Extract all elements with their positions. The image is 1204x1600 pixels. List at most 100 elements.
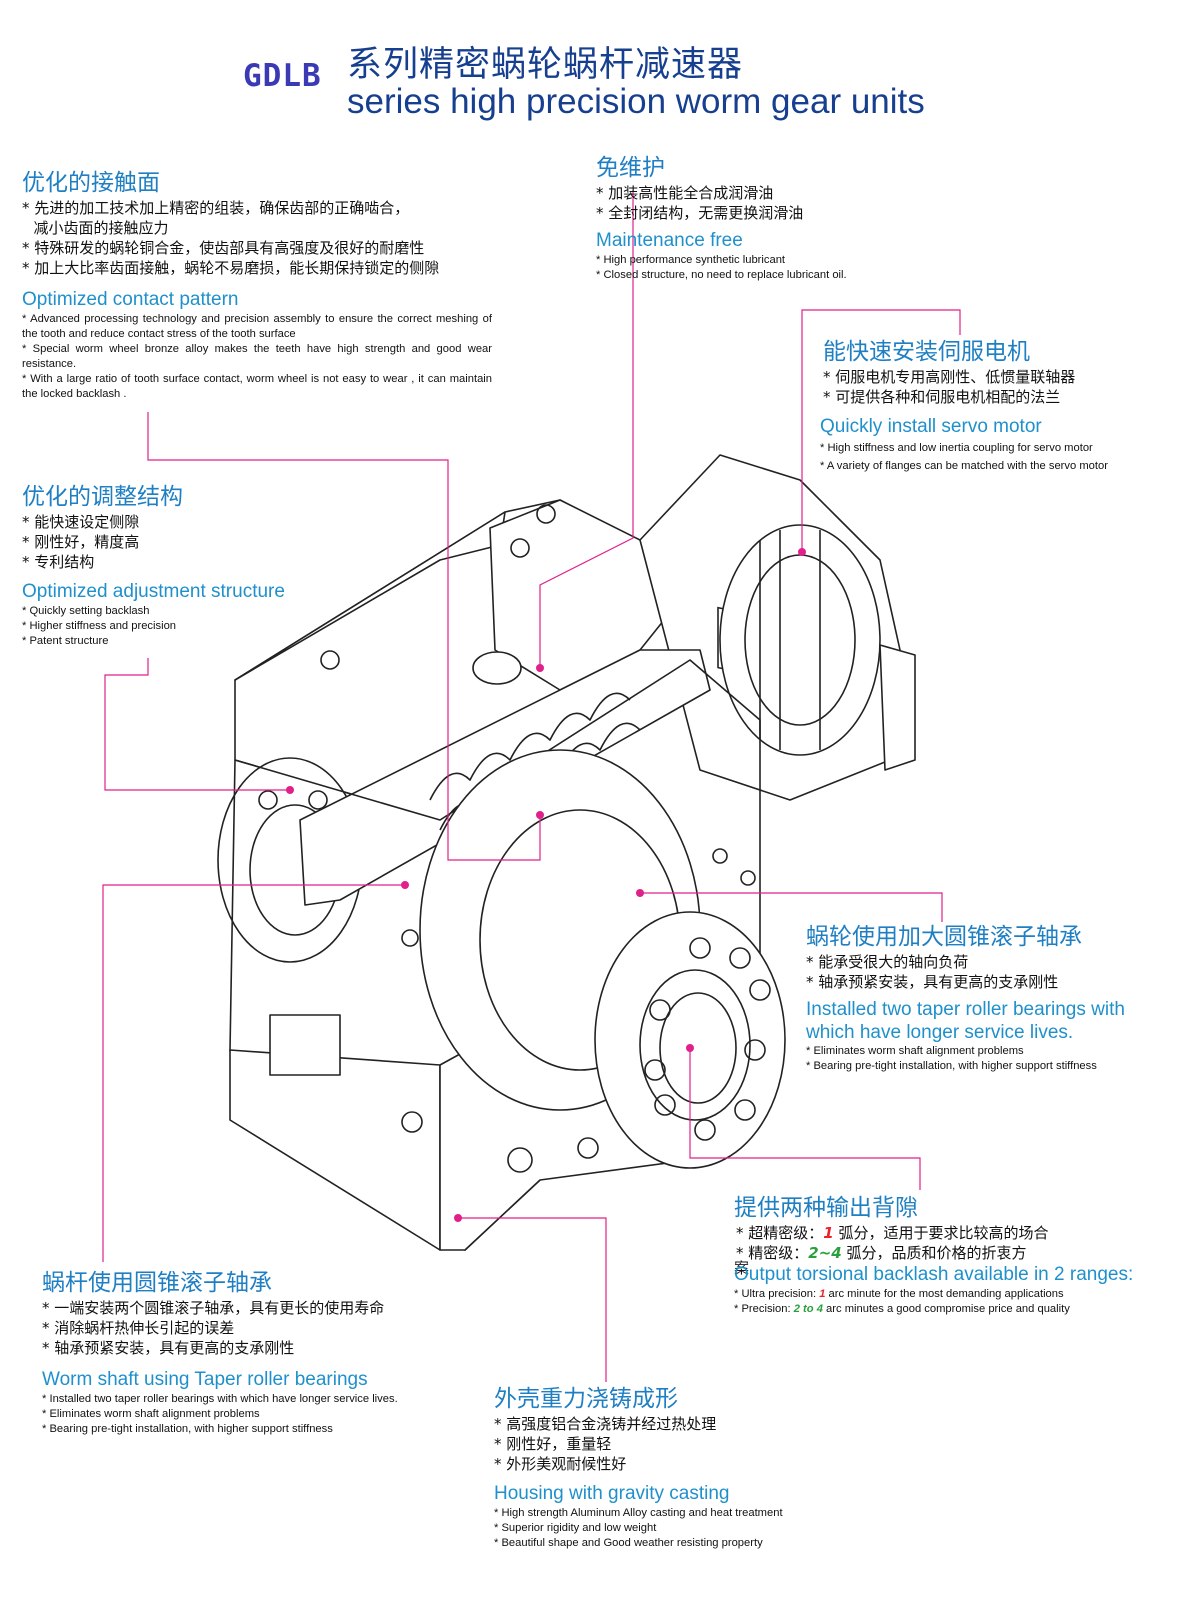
worm-thread: [429, 692, 631, 801]
section-gravity-casting: 外壳重力浇铸成形 * 高强度铝合金浇铸并经过热处理 * 刚性好，重量轻 * 外形…: [494, 1384, 854, 1551]
list-item: * High strength Aluminum Alloy casting a…: [494, 1507, 783, 1519]
section-adjustment-structure: 优化的调整结构 * 能快速设定侧隙 * 刚性好，精度高 * 专利结构 Optim…: [22, 482, 352, 649]
section-maintenance-free: 免维护 * 加装高性能全合成润滑油 * 全封闭结构，无需更换润滑油 Mainte…: [596, 153, 956, 283]
list-item: * 能承受很大的轴向负荷: [806, 953, 969, 971]
output-bolt: [744, 1039, 766, 1061]
section-title-en: Worm shaft using Taper roller bearings: [42, 1369, 368, 1390]
list-item: * 全封闭结构，无需更换润滑油: [596, 204, 804, 222]
base-bolt-hole: [577, 1137, 599, 1159]
list-item: * 先进的加工技术加上精密的组装，确保齿部的正确啮合，: [22, 199, 410, 217]
callout-dot: [286, 786, 294, 794]
section-wheel-bearings: 蜗轮使用加大圆锥滚子轴承 * 能承受很大的轴向负荷 * 轴承预紧安装，具有更高的…: [806, 922, 1176, 1074]
section-contact-pattern: 优化的接触面 * 先进的加工技术加上精密的组装，确保齿部的正确啮合， 减小齿面的…: [22, 168, 492, 402]
feature-list-en: * Quickly setting backlash * Higher stif…: [22, 604, 352, 649]
housing-tap-hole: [740, 870, 756, 886]
feature-list-cn: * 能快速设定侧隙 * 刚性好，精度高 * 专利结构: [22, 512, 352, 572]
callout-dot: [536, 664, 544, 672]
list-item: * 超精密级：1 弧分，适用于要求比较高的场合: [736, 1224, 1049, 1242]
list-item: * 特殊研发的蜗轮铜合金，使齿部具有高强度及很好的耐磨性: [22, 239, 425, 257]
list-item: * 加上大比率齿面接触，蜗轮不易磨损，能长期保持锁定的侧隙: [22, 259, 440, 277]
list-item: * 一端安装两个圆锥滚子轴承，具有更长的使用寿命: [42, 1299, 385, 1317]
flange-bolt: [401, 929, 419, 947]
list-item: * Ultra precision: 1 arc minute for the …: [734, 1288, 1064, 1300]
feature-list-cn: * 先进的加工技术加上精密的组装，确保齿部的正确啮合， 减小齿面的接触应力 * …: [22, 198, 492, 278]
list-item: * Advanced processing technology and pre…: [22, 313, 492, 340]
list-item: * A variety of flanges can be matched wi…: [820, 460, 1108, 472]
output-bolt: [644, 1059, 666, 1081]
section-title-cn: 优化的调整结构: [22, 484, 183, 510]
list-item: * 消除蜗杆热伸长引起的误差: [42, 1319, 235, 1337]
list-item: * Patent structure: [22, 635, 109, 647]
section-title-cn: 能快速安装伺服电机: [823, 339, 1030, 365]
list-item-wrap: 案: [734, 1259, 750, 1277]
feature-list-en: * Ultra precision: 1 arc minute for the …: [734, 1287, 1164, 1317]
list-item: * Special worm wheel bronze alloy makes …: [22, 343, 492, 370]
list-item: * 加装高性能全合成润滑油: [596, 184, 774, 202]
section-title-en: Output torsional backlash available in 2…: [734, 1264, 1134, 1285]
section-title-en: Quickly install servo motor: [820, 416, 1042, 437]
base-bolt-hole: [507, 1147, 533, 1173]
flange-bolt: [258, 790, 278, 810]
leader-line-backlash: [689, 1048, 921, 1190]
section-title-cn: 提供两种输出背隙: [734, 1195, 918, 1221]
callout-dot: [636, 889, 644, 897]
leader-line-servo: [801, 309, 961, 552]
feature-list-en: * Installed two taper roller bearings wi…: [42, 1392, 462, 1437]
feature-list-en: * High stiffness and low inertia couplin…: [820, 439, 1180, 475]
leader-line-contact: [147, 412, 541, 861]
feature-list-cn: * 一端安装两个圆锥滚子轴承，具有更长的使用寿命 * 消除蜗杆热伸长引起的误差 …: [42, 1298, 462, 1358]
section-servo-motor: 能快速安装伺服电机 * 伺服电机专用高刚性、低惯量联轴器 * 可提供各种和伺服电…: [820, 337, 1180, 475]
list-item: * 能快速设定侧隙: [22, 513, 140, 531]
housing-foot-block: [269, 1014, 341, 1076]
section-title-en: Optimized contact pattern: [22, 289, 239, 310]
leader-line-adjust: [104, 658, 290, 791]
list-item: * 精密级：2~4 弧分，品质和价格的折衷方: [736, 1244, 1027, 1262]
base-bolt-hole: [401, 1111, 423, 1133]
leader-line-casting: [458, 1217, 607, 1382]
feature-list-cn: * 能承受很大的轴向负荷 * 轴承预紧安装，具有更高的支承刚性: [806, 952, 1176, 992]
motor-square-flange: [879, 644, 916, 771]
output-bolt: [729, 947, 751, 969]
section-title-cn: 免维护: [596, 155, 665, 181]
ultra-precision-value: 1: [823, 1224, 834, 1242]
list-item: * With a large ratio of tooth surface co…: [22, 373, 492, 400]
output-bolt: [694, 1119, 716, 1141]
list-item: * Bearing pre-tight installation, with h…: [806, 1060, 1097, 1072]
list-item: * Eliminates worm shaft alignment proble…: [42, 1408, 260, 1420]
section-title-en: which have longer service lives.: [806, 1022, 1074, 1043]
coupling-body: [719, 524, 881, 756]
list-item: * Installed two taper roller bearings wi…: [42, 1393, 398, 1405]
list-item: * 可提供各种和伺服电机相配的法兰: [823, 388, 1061, 406]
list-item: * 专利结构: [22, 553, 95, 571]
feature-list-en: * High strength Aluminum Alloy casting a…: [494, 1506, 854, 1551]
output-bolt: [749, 979, 771, 1001]
list-item: * Beautiful shape and Good weather resis…: [494, 1537, 763, 1549]
section-title-cn: 优化的接触面: [22, 170, 160, 196]
section-title-en: Maintenance free: [596, 230, 743, 251]
housing-tap-hole: [712, 848, 728, 864]
list-item: * 外形美观耐候性好: [494, 1455, 627, 1473]
section-title-en: Installed two taper roller bearings with: [806, 999, 1125, 1020]
housing-tap-hole: [510, 538, 530, 558]
precision-value: 2~4: [808, 1244, 842, 1262]
list-item: * 轴承预紧安装，具有更高的支承刚性: [42, 1339, 295, 1357]
feature-list-cn: * 超精密级：1 弧分，适用于要求比较高的场合 * 精密级：2~4 弧分，品质和…: [734, 1223, 1164, 1263]
output-bolt: [734, 1099, 756, 1121]
list-item: 减小齿面的接触应力: [24, 219, 169, 237]
output-bolt: [654, 1094, 676, 1116]
list-item: * Bearing pre-tight installation, with h…: [42, 1423, 333, 1435]
page-title-en: series high precision worm gear units: [347, 82, 925, 121]
feature-list-cn: * 加装高性能全合成润滑油 * 全封闭结构，无需更换润滑油: [596, 183, 956, 223]
wrapped-line: 案 Output torsional backlash available in…: [734, 1259, 1164, 1285]
precision-value-en: 2 to 4: [793, 1303, 823, 1315]
list-item: * Eliminates worm shaft alignment proble…: [806, 1045, 1024, 1057]
callout-dot: [401, 881, 409, 889]
section-title-cn: 蜗轮使用加大圆锥滚子轴承: [806, 924, 1082, 950]
list-item: * Precision: 2 to 4 arc minutes a good c…: [734, 1303, 1070, 1315]
leader-line-wheel-bearing: [640, 892, 943, 922]
list-item: * 刚性好，精度高: [22, 533, 140, 551]
output-bolt: [689, 937, 711, 959]
output-bore: [659, 992, 737, 1104]
list-item: * Superior rigidity and low weight: [494, 1522, 657, 1534]
